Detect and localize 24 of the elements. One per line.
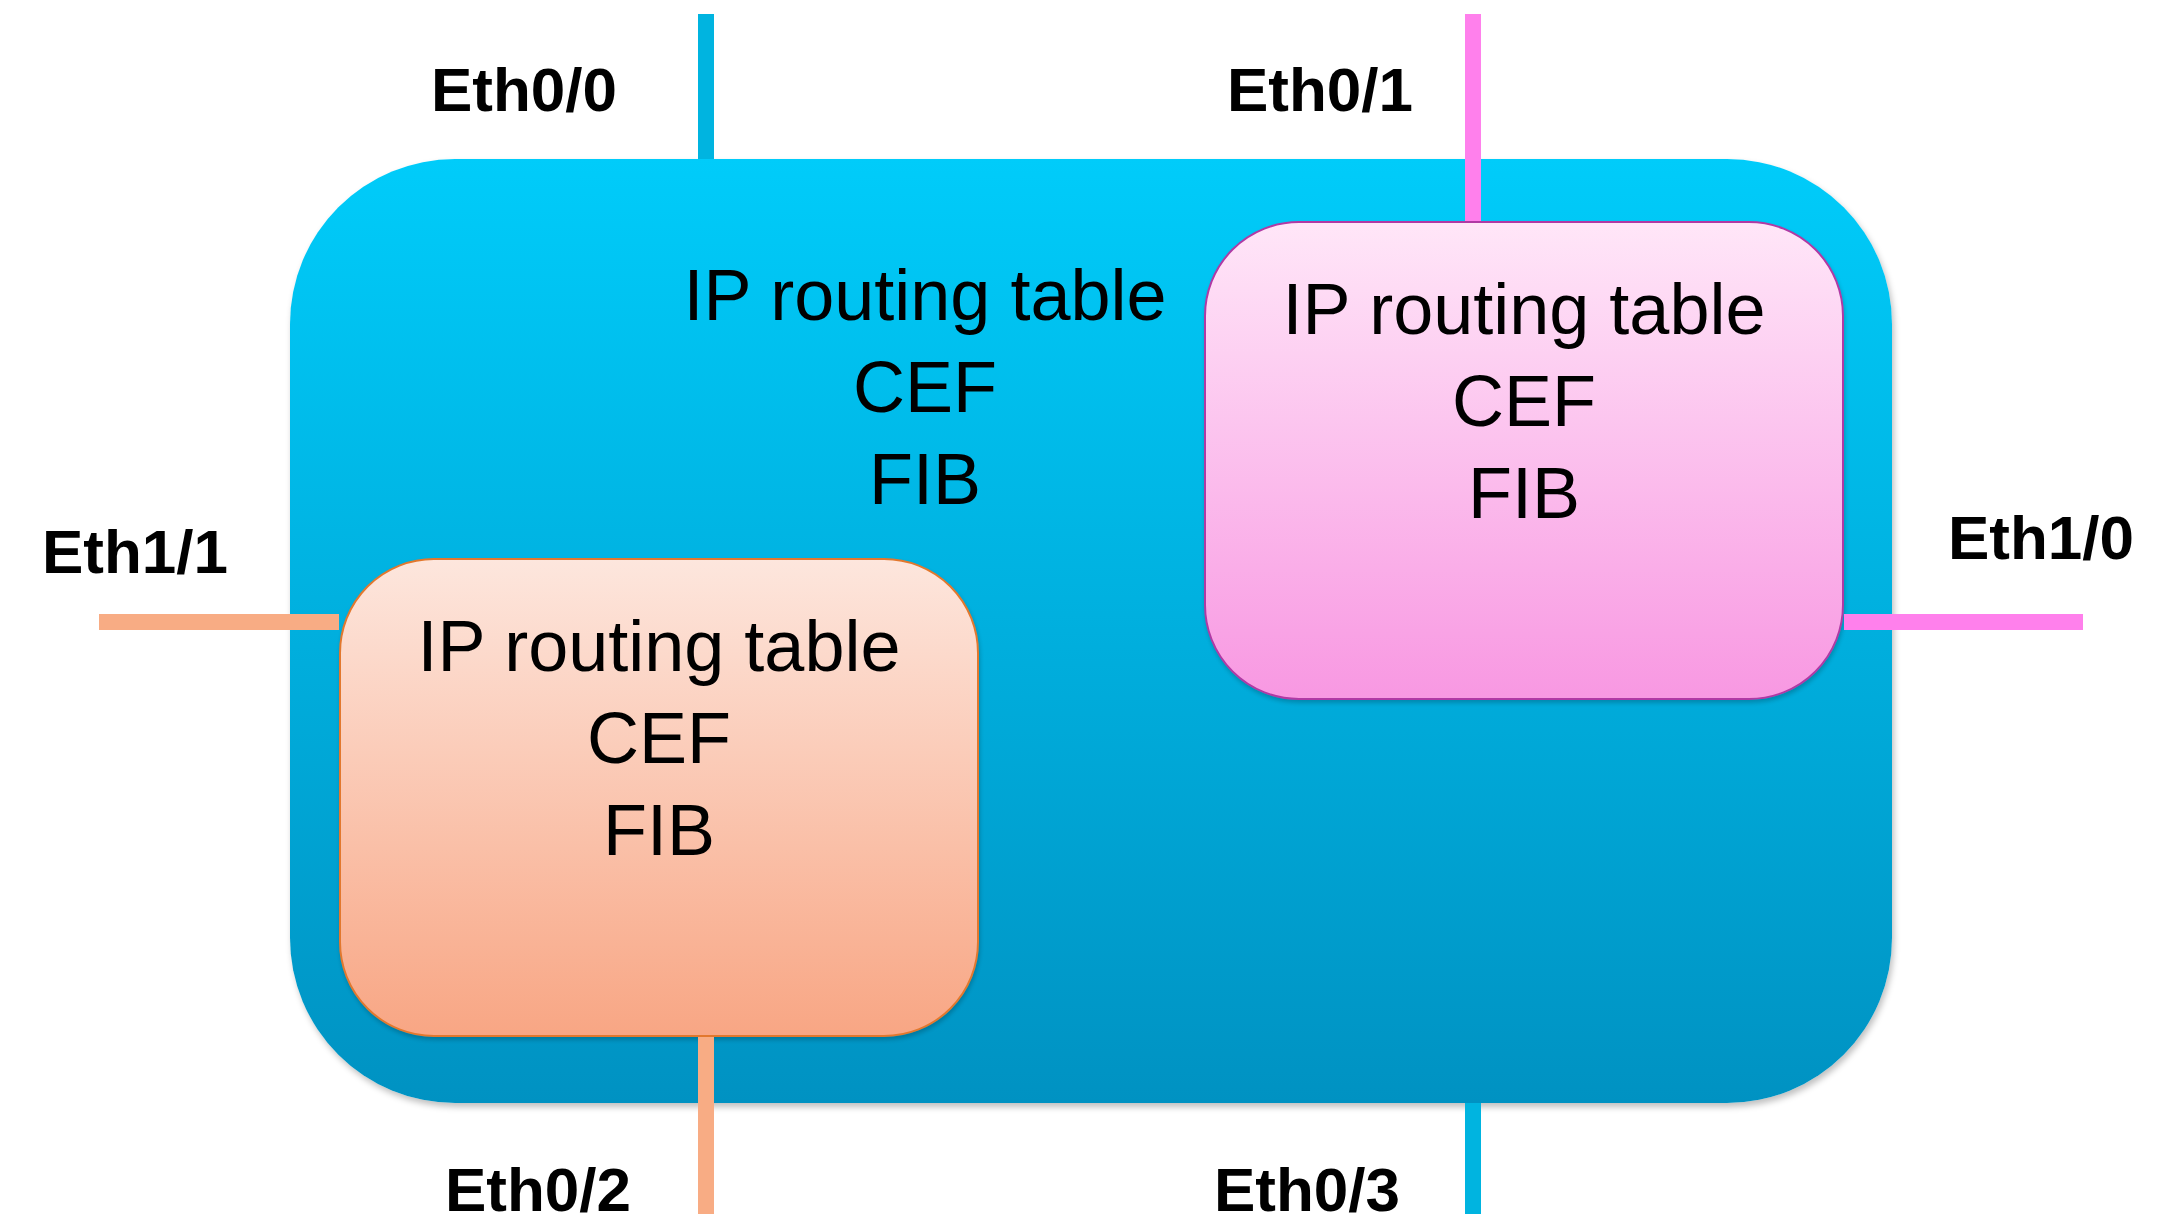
node-text: FIB [603,789,715,872]
node-text: FIB [869,438,981,521]
port-line [99,614,339,630]
node-text: CEF [1452,360,1596,443]
node-text: IP routing table [683,254,1167,337]
node-text: IP routing table [1282,268,1766,351]
node-text: IP routing table [417,605,901,688]
port-line [698,14,714,159]
port-label: Eth1/1 [41,517,229,587]
port-label: Eth0/1 [1226,55,1414,125]
line-card-box [339,558,979,1037]
port-label: Eth1/0 [1947,503,2135,573]
node-text: CEF [587,697,731,780]
line-card-box [1204,221,1844,700]
router-chassis-box [290,159,1892,1103]
port-label: Eth0/2 [444,1155,632,1222]
node-text: CEF [853,346,997,429]
port-label: Eth0/3 [1213,1155,1401,1222]
port-line [698,1037,714,1214]
node-text: FIB [1468,452,1580,535]
port-line [1465,14,1481,221]
port-line [1844,614,2083,630]
port-label: Eth0/0 [430,55,618,125]
port-line [1465,1103,1481,1214]
